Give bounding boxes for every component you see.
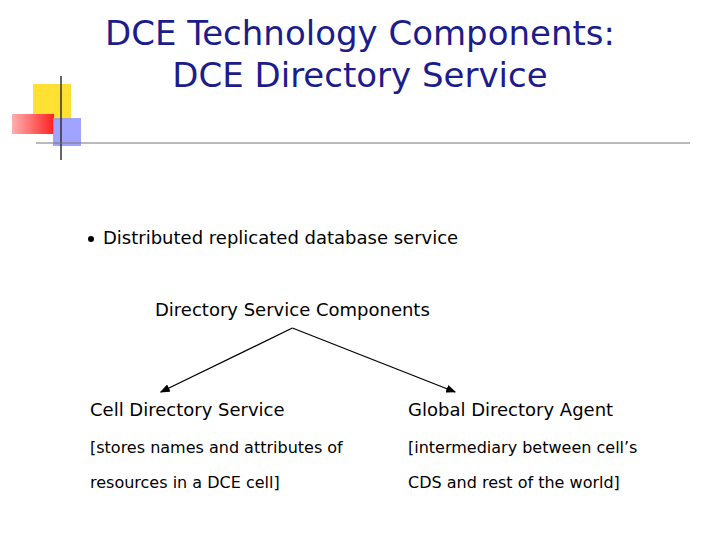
blue-square — [53, 118, 81, 146]
node-heading: Cell Directory Service — [90, 398, 352, 422]
node-heading: Global Directory Agent — [408, 398, 670, 422]
component-box: Global Directory Agent [intermediary betw… — [408, 398, 670, 500]
arrow-connector — [292, 328, 455, 392]
horizontal-rule — [36, 143, 690, 144]
slide-title: DCE Technology Components: DCE Directory… — [75, 12, 645, 96]
node-heading: Directory Service Components — [155, 298, 430, 322]
vertical-rule — [60, 76, 62, 160]
bullet-text: Distributed replicated database service — [103, 226, 458, 250]
group-heading: Directory Service Components — [155, 298, 430, 322]
arrow-connector — [161, 328, 293, 392]
node-description: [intermediary between cell’s CDS and res… — [408, 430, 670, 500]
red-bar — [12, 114, 54, 134]
bullet — [88, 236, 94, 242]
component-box: Cell Directory Service [stores names and … — [90, 398, 352, 500]
node-description: [stores names and attributes of resource… — [90, 430, 352, 500]
